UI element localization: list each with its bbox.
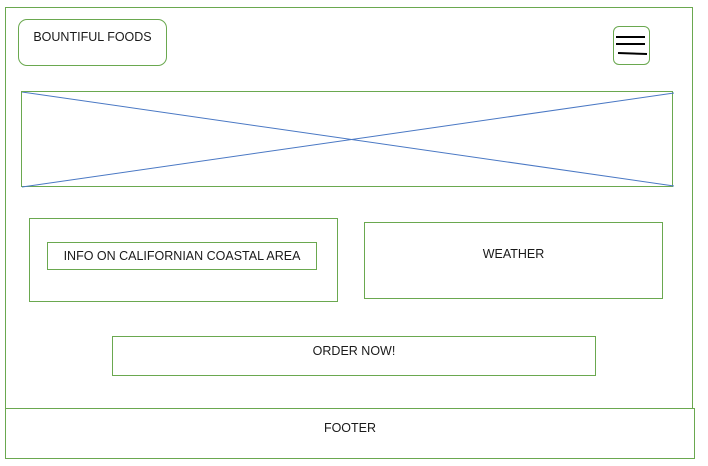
coastal-info-text: INFO ON CALIFORNIAN COASTAL AREA <box>63 249 301 263</box>
site-logo[interactable]: BOUNTIFUL FOODS <box>18 19 167 66</box>
order-now-label: ORDER NOW! <box>312 344 396 358</box>
footer-label: FOOTER <box>323 421 377 435</box>
footer: FOOTER <box>5 408 695 459</box>
order-now-button[interactable]: ORDER NOW! <box>112 336 596 376</box>
hamburger-menu-icon <box>616 36 648 55</box>
hero-image-placeholder <box>21 91 674 188</box>
image-placeholder-icon <box>22 92 674 188</box>
weather-label: WEATHER <box>482 247 545 261</box>
site-logo-text: BOUNTIFUL FOODS <box>33 30 152 44</box>
coastal-info-label[interactable]: INFO ON CALIFORNIAN COASTAL AREA <box>47 242 317 270</box>
menu-button[interactable] <box>613 26 650 65</box>
weather-panel: WEATHER <box>364 222 663 299</box>
